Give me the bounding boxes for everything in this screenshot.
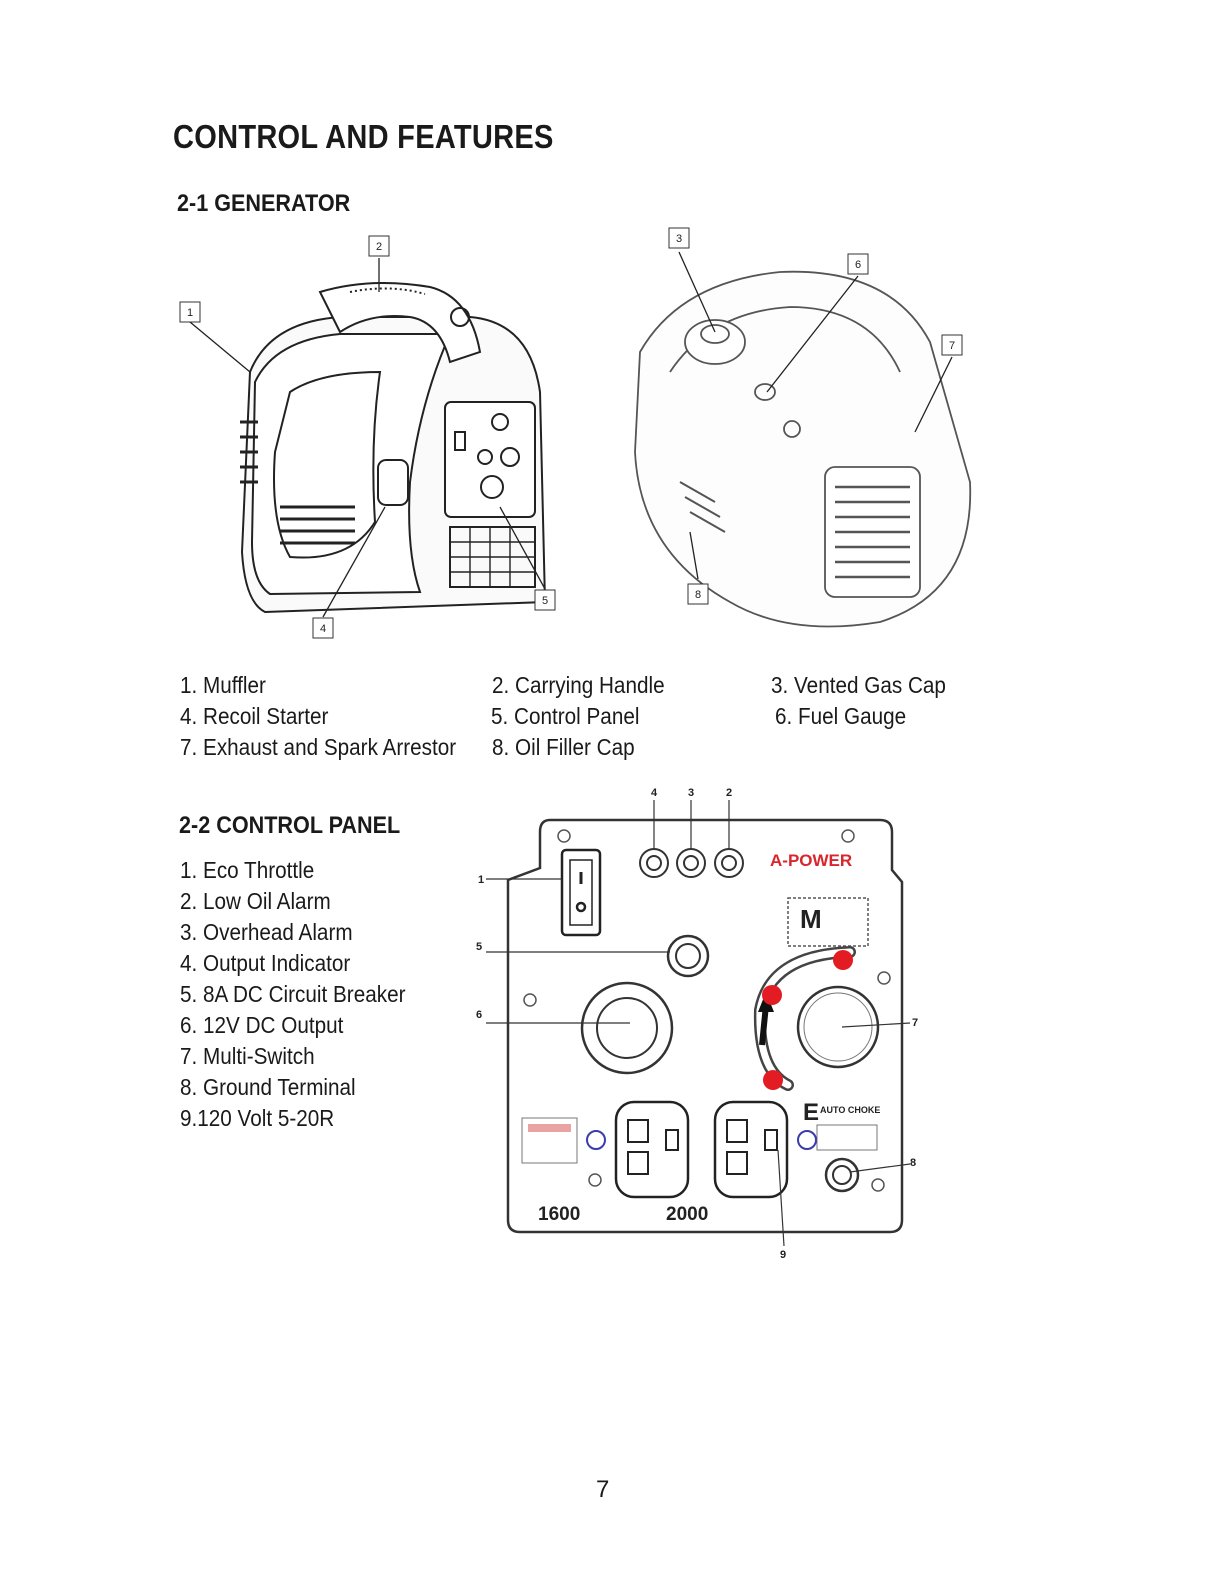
control-item: 8. Ground Terminal: [180, 1074, 356, 1100]
callout-6: 6: [855, 259, 861, 271]
feature-item: 7. Exhaust and Spark Arrestor: [180, 734, 457, 760]
feature-item: 3. Vented Gas Cap: [771, 672, 946, 698]
page-number: 7: [596, 1476, 610, 1503]
cp-callout-1: 1: [478, 874, 484, 886]
callout-3: 3: [676, 233, 682, 245]
feature-item: 5. Control Panel: [491, 703, 640, 729]
control-panel-callouts: 1 2 3 4 5 6 7 8 9: [476, 787, 918, 1261]
cp-callout-7: 7: [912, 1017, 918, 1029]
control-item: 3. Overhead Alarm: [180, 919, 353, 945]
callout-5: 5: [542, 595, 548, 607]
rating-running: 1600: [538, 1204, 580, 1225]
control-item: 9.120 Volt 5-20R: [180, 1105, 335, 1131]
page-title: CONTROL AND FEATURES: [173, 118, 554, 155]
callout-8: 8: [695, 589, 701, 601]
control-item: 7. Multi-Switch: [180, 1043, 315, 1069]
cp-callout-8: 8: [910, 1157, 916, 1169]
feature-item: 8. Oil Filler Cap: [492, 734, 635, 760]
callout-4: 4: [320, 623, 326, 635]
section-heading-control-panel: 2-2 CONTROL PANEL: [179, 812, 401, 839]
cp-callout-5: 5: [476, 941, 482, 953]
feature-item: 4. Recoil Starter: [180, 703, 329, 729]
generator-rear-illustration: [634, 270, 972, 628]
control-item: 1. Eco Throttle: [180, 857, 315, 883]
section-heading-generator: 2-1 GENERATOR: [177, 190, 351, 217]
generator-front-illustration: [240, 282, 547, 614]
callout-2: 2: [376, 241, 382, 253]
auto-choke-label: AUTO CHOKE: [820, 1105, 880, 1115]
feature-item: 6. Fuel Gauge: [775, 703, 907, 729]
generator-callouts: 1 2 3 4 5 6 7 8: [179, 227, 963, 639]
cp-callout-4: 4: [651, 787, 658, 799]
cp-callout-9: 9: [780, 1249, 786, 1261]
cp-callout-3: 3: [688, 787, 694, 799]
control-panel-diagram: A-POWER M E AUTO CHOKE 1600 2000: [476, 787, 918, 1261]
control-item: 6. 12V DC Output: [180, 1012, 344, 1038]
brand-logo: A-POWER: [770, 851, 852, 870]
cp-callout-6: 6: [476, 1009, 482, 1021]
badge-e: E: [803, 1099, 819, 1126]
callout-1: 1: [187, 307, 193, 319]
callout-7: 7: [949, 340, 955, 352]
control-item: 4. Output Indicator: [180, 950, 351, 976]
badge-m: M: [800, 904, 822, 934]
control-item: 5. 8A DC Circuit Breaker: [180, 981, 406, 1007]
feature-item: 1. Muffler: [180, 672, 266, 698]
rating-starting: 2000: [666, 1204, 708, 1225]
feature-item: 2. Carrying Handle: [492, 672, 665, 698]
generator-diagram: 1 2 3 4 5 6 7 8: [179, 227, 972, 639]
cp-callout-2: 2: [726, 787, 732, 799]
control-item: 2. Low Oil Alarm: [180, 888, 331, 914]
